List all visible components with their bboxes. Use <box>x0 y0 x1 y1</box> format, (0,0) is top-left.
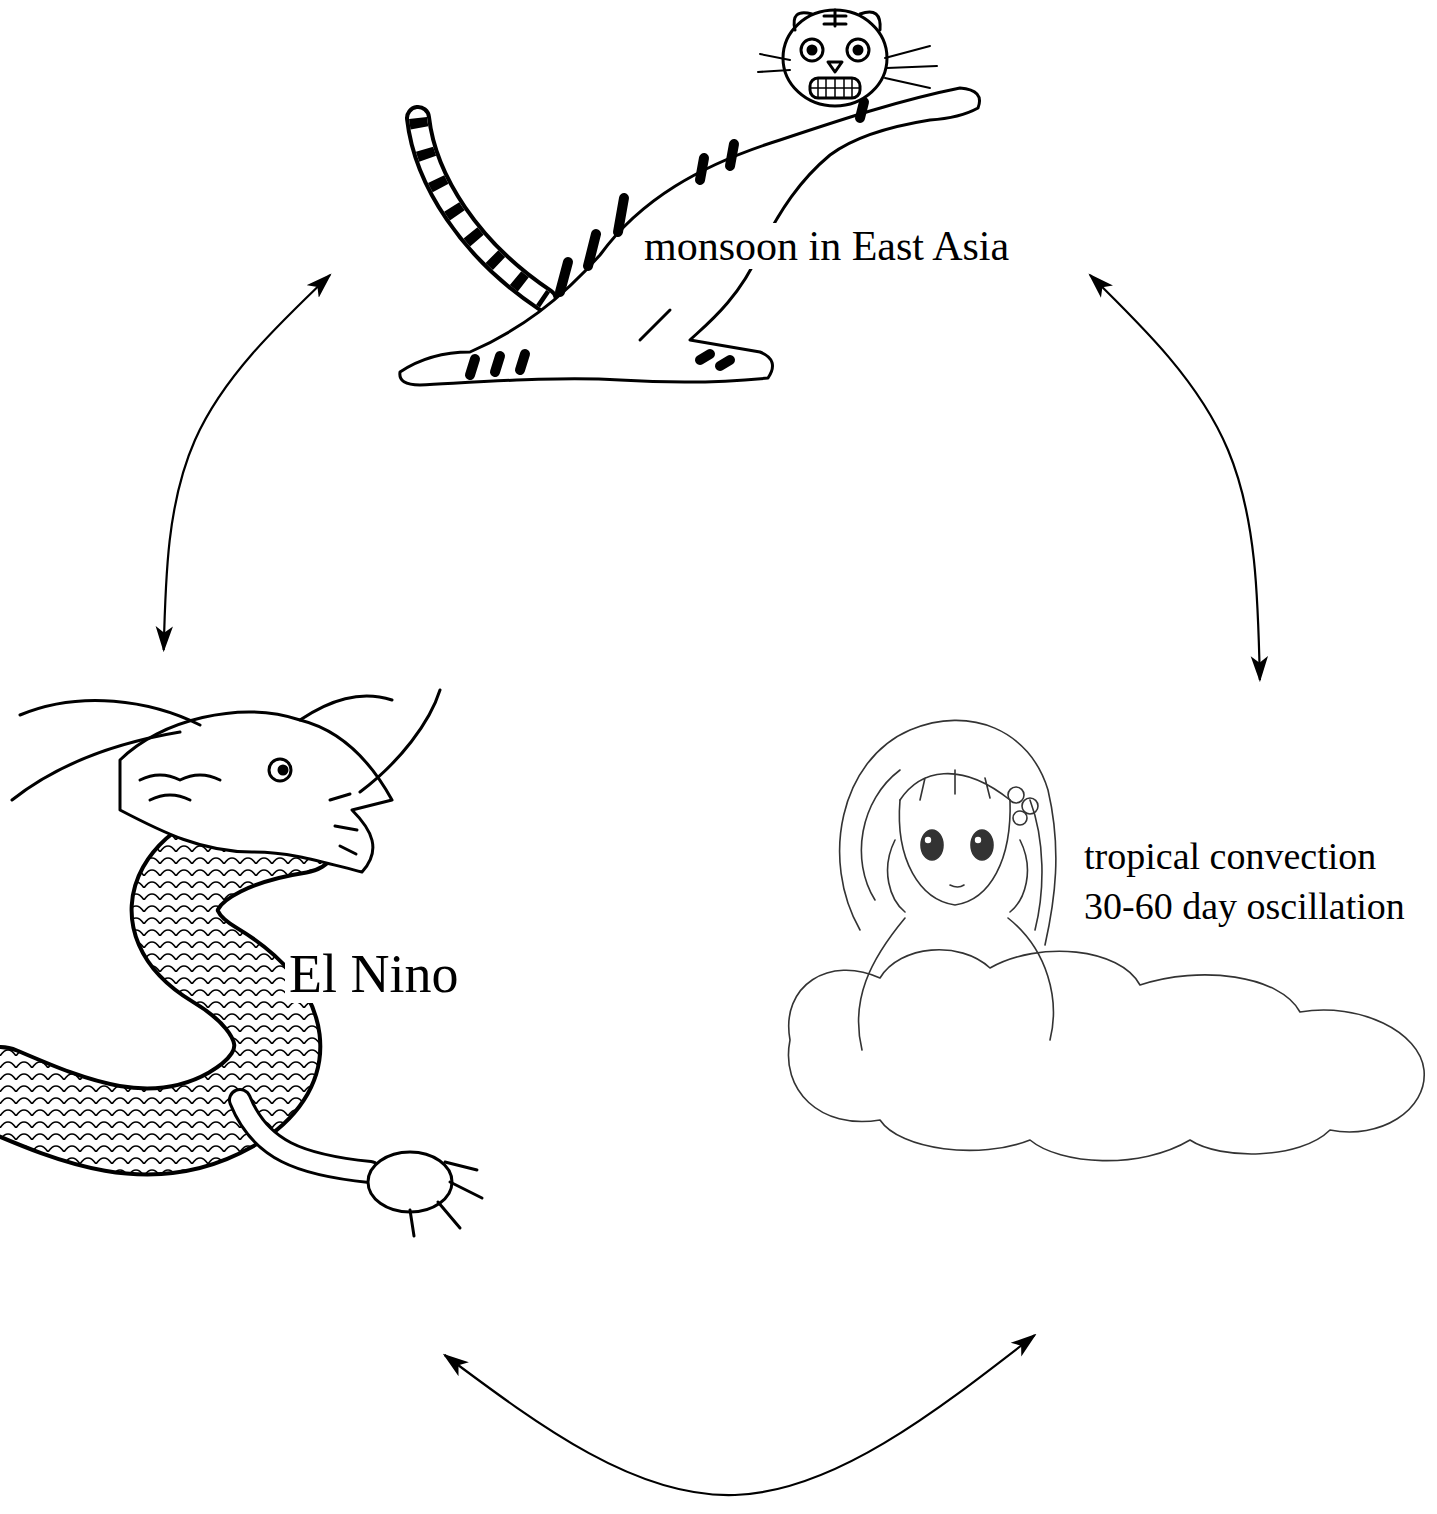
tiger-drawing <box>400 10 980 385</box>
node-label: El Nino <box>285 945 463 1003</box>
dragon-drawing <box>0 690 482 1236</box>
node-label: 30-60 day oscillation <box>1080 885 1409 927</box>
node-label: tropical convection <box>1080 835 1380 877</box>
illustration-node: El Nino <box>10 650 540 1355</box>
illustration-node: tropical convection 30-60 day oscillation <box>770 680 1432 1335</box>
node-label: monsoon in East Asia <box>640 223 1013 269</box>
girl-cloud-drawing <box>788 720 1424 1160</box>
illustration-node: monsoon in East Asia <box>330 95 1090 395</box>
double-arrow <box>445 1335 1035 1495</box>
double-arrow <box>1090 275 1260 680</box>
double-arrow <box>164 275 330 650</box>
